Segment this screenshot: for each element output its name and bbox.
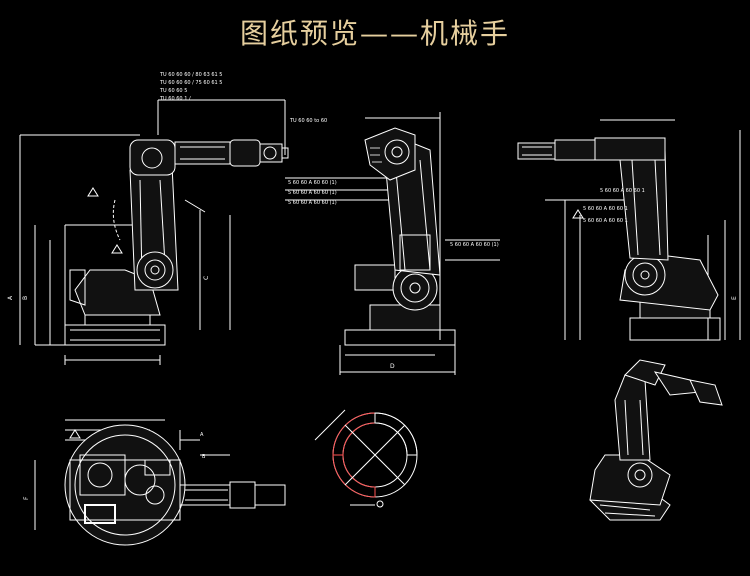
page-title: 图纸预览——机械手 <box>239 17 510 50</box>
side-note-4: 5 60 60 A 60 60 (1) <box>450 242 499 248</box>
side-elevation-view: 5 60 60 A 60 60 (1) 5 60 60 A 60 60 (1) … <box>285 112 500 375</box>
side-note-1: 5 60 60 A 60 60 (1) <box>288 180 337 186</box>
rear-note-3: 5 60 60 A 60 60 1 <box>583 218 628 224</box>
section-ring-view <box>314 409 418 508</box>
dim-label-d: D <box>390 363 395 370</box>
plan-view: A B F <box>23 419 286 546</box>
side-note-3: 5 60 60 A 60 60 (1) <box>288 200 337 206</box>
isometric-view <box>589 359 723 521</box>
dim-label-f: F <box>23 496 30 500</box>
dim-label-c: C <box>203 276 210 280</box>
top-note-2: TU 60 60 60 / 75 60 61 5 <box>159 80 222 86</box>
rear-note-1: 5 60 60 A 60 60 1 <box>600 188 645 194</box>
dim-label-b: B <box>22 296 29 300</box>
rear-note-2: 5 60 60 A 60 60 1 <box>583 206 628 212</box>
dim-label-a: A <box>7 295 14 300</box>
rear-elevation-view: 5 60 60 A 60 60 1 5 60 60 A 60 60 1 5 60… <box>517 119 741 341</box>
front-elevation-view: A B C TU 60 60 60 / 80 63 61 5 TU 60 60 … <box>7 72 327 365</box>
top-note-4: TU 60 60 1 / <box>159 96 191 102</box>
plan-callout-a: A <box>200 432 204 438</box>
arm-note: TU 60 60 to 60 <box>289 118 327 124</box>
dim-label-e: E <box>731 296 738 300</box>
top-note-3: TU 60 60 5 <box>159 88 187 94</box>
plan-callout-b: B <box>202 454 206 460</box>
top-note-1: TU 60 60 60 / 80 63 61 5 <box>159 72 222 78</box>
side-note-2: 5 60 60 A 60 60 (1) <box>288 190 337 196</box>
